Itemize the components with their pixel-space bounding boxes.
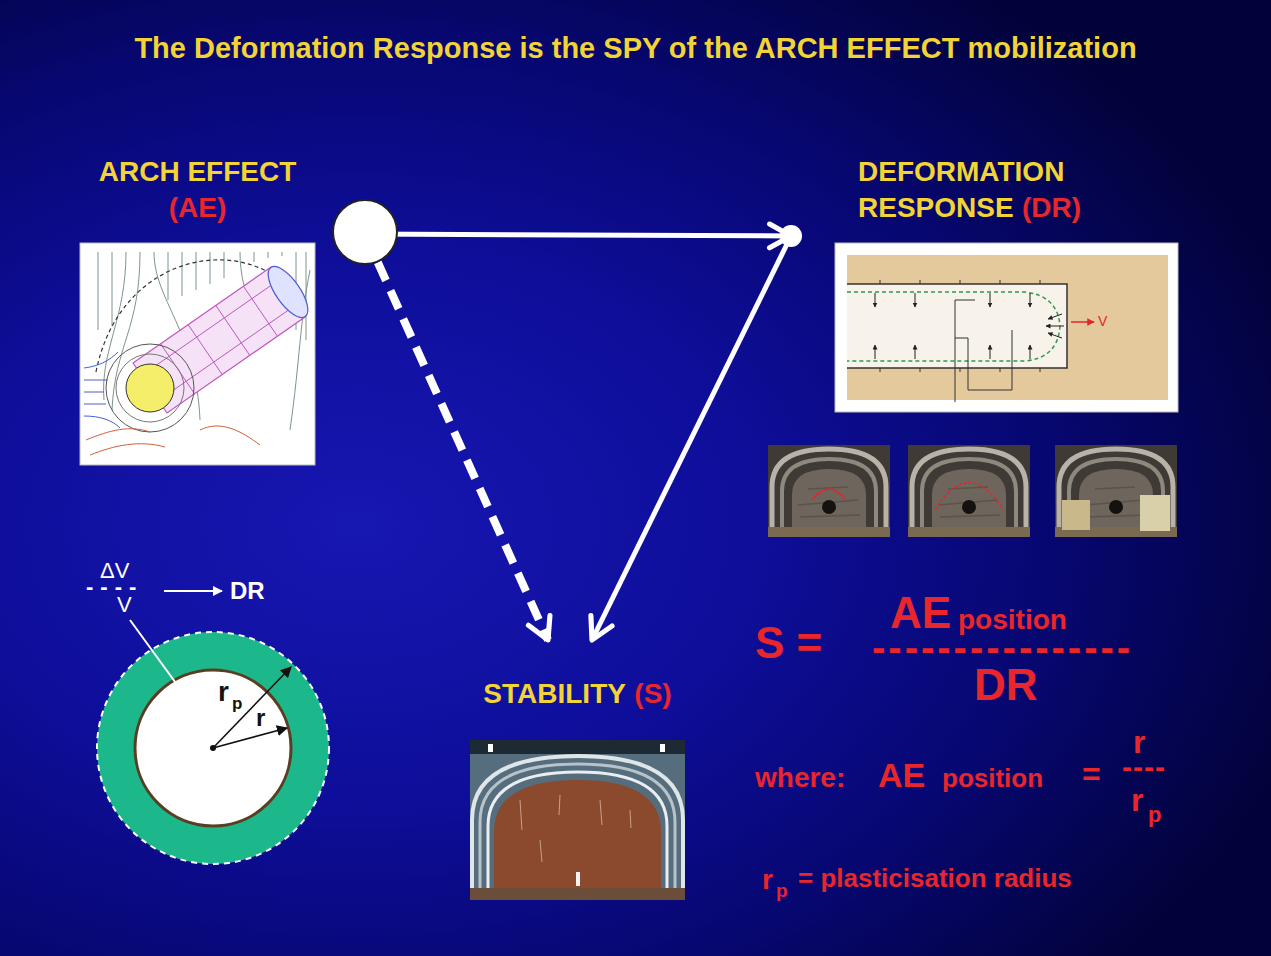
flow-lines xyxy=(86,426,260,455)
vertex-circle xyxy=(333,200,397,264)
extrusion-mark xyxy=(812,489,846,500)
concept-node: ARCH EFFECT(AE) xyxy=(80,150,365,465)
illustration-frame xyxy=(80,243,315,465)
person xyxy=(576,872,580,886)
concept-node: DEFORMATION RESPONSE(DR) xyxy=(791,150,1181,415)
node-heading-group: ARCH EFFECT(AE) xyxy=(80,154,315,226)
illustration-frame xyxy=(835,243,1178,412)
slide-title: The Deformation Response is the SPY of t… xyxy=(134,30,1136,66)
plastic-zone-diagram xyxy=(97,591,329,864)
node-abbreviation: (S) xyxy=(634,678,671,709)
subscript: p xyxy=(776,880,788,902)
fraction-bar: ---- xyxy=(1122,750,1166,785)
tunnel-photo xyxy=(768,445,890,537)
lining-ring xyxy=(488,772,667,900)
tunnel-section xyxy=(847,284,1067,368)
tunnel-photo xyxy=(908,445,1030,537)
extrusion-mark xyxy=(935,483,1003,511)
formula-denominator: DR xyxy=(974,660,1038,711)
flow-arrow xyxy=(592,236,791,640)
tunnel-end xyxy=(261,261,315,324)
node-heading: ARCH EFFECT xyxy=(80,154,315,190)
machine xyxy=(1062,500,1090,530)
formula-denominator: r xyxy=(1131,782,1143,819)
arrow-target: DR xyxy=(230,577,265,605)
machine xyxy=(1140,495,1170,531)
ring xyxy=(106,344,194,432)
node-heading-group: STABILITY (S) xyxy=(460,676,695,712)
convergence-arrows xyxy=(875,293,1064,359)
tunnel-face xyxy=(494,780,661,900)
deformation-response-illustration xyxy=(835,243,1178,412)
photo-top xyxy=(470,740,685,754)
formula-note: where: xyxy=(755,762,845,794)
concept-node: STABILITY (S) xyxy=(460,640,699,905)
plastic-zone xyxy=(97,632,329,864)
ground xyxy=(847,255,1168,400)
tunnel-photos xyxy=(768,445,1177,537)
flow-arrow xyxy=(365,234,791,236)
node-abbreviation: (DR) xyxy=(1022,192,1081,223)
node-abbreviation: (AE) xyxy=(80,190,315,226)
radius-symbol: r xyxy=(218,676,229,708)
tunnel-cavity xyxy=(135,670,291,826)
face-texture xyxy=(520,795,631,862)
formula-subscript: position xyxy=(942,764,1043,794)
lining-ribs xyxy=(880,280,1040,372)
leader-line xyxy=(130,620,178,686)
node-heading-group: DEFORMATION RESPONSE(DR) xyxy=(858,154,1113,226)
fraction-bar: ---- xyxy=(86,574,143,599)
lamp xyxy=(488,744,493,752)
floor xyxy=(470,888,685,900)
formula-left: S = xyxy=(755,618,822,669)
dashed-flow-arrow xyxy=(365,234,548,640)
fraction-denominator: V xyxy=(117,592,132,617)
photo-ground xyxy=(470,740,685,900)
tunnel-photo xyxy=(1055,445,1177,537)
radius-arrow xyxy=(213,728,287,748)
tunnel-face xyxy=(126,364,174,412)
tunnel-outline xyxy=(847,284,1067,368)
lining-ring xyxy=(480,764,675,900)
arch-effect-illustration xyxy=(80,243,315,465)
definition-text: = plasticisation radius xyxy=(798,864,1072,894)
vertex-dot xyxy=(780,225,802,247)
stability-photo xyxy=(470,740,685,900)
ring xyxy=(116,354,184,422)
advance-arrow xyxy=(1071,321,1094,323)
node-heading: STABILITY xyxy=(483,678,626,709)
measurement-lines xyxy=(955,300,1012,402)
lining-ring xyxy=(472,756,683,900)
subscript: p xyxy=(1148,802,1161,827)
radius-symbol: r xyxy=(256,704,265,732)
radius-symbol: r xyxy=(762,864,773,896)
radius-arrow xyxy=(213,667,291,748)
deformed-profile xyxy=(847,292,1060,361)
subscript: p xyxy=(232,694,242,714)
lamp xyxy=(660,744,665,752)
velocity-symbol: V xyxy=(1098,313,1107,329)
flow-lines xyxy=(84,352,120,428)
implies-arrow xyxy=(164,590,222,592)
formula-term: AE xyxy=(878,756,925,795)
equals-sign: = xyxy=(1082,756,1101,793)
leader-dot xyxy=(175,684,185,694)
